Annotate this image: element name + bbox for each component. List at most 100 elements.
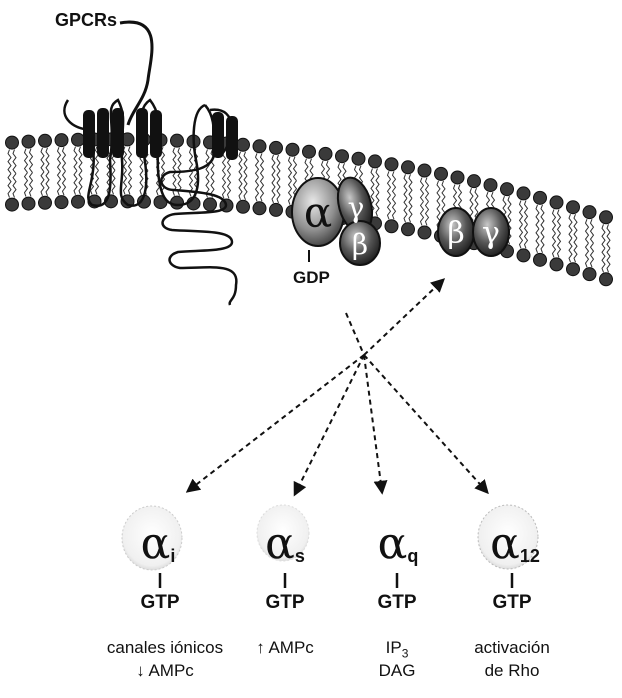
lipid-tail <box>41 148 44 196</box>
lipid-tail <box>256 153 259 201</box>
alpha-i-symbol: αi <box>118 518 198 569</box>
arrow-to-alpha-12 <box>364 355 487 492</box>
lipid-tail <box>289 157 292 205</box>
lipid-head-inner <box>402 223 415 236</box>
lipid-tail <box>63 147 66 195</box>
arrow-to-alpha-q <box>364 355 382 492</box>
lipid-tail <box>586 219 589 267</box>
lipid-head-outer <box>583 206 596 219</box>
lipid-tail <box>272 155 275 203</box>
lipid-tail <box>206 149 209 197</box>
lipid-head-inner <box>204 198 217 211</box>
alpha-q-gtp: GTP <box>362 592 432 614</box>
lipid-tail <box>409 174 412 222</box>
arrow-to-beta-gamma <box>364 280 443 355</box>
lipid-head-outer <box>567 201 580 214</box>
lipid-head-inner <box>567 263 580 276</box>
lipid-head-outer <box>39 134 52 147</box>
lipid-head-inner <box>583 268 596 281</box>
lipid-head-outer <box>253 140 266 153</box>
lipid-head-inner <box>6 198 19 211</box>
lipid-head-outer <box>468 175 481 188</box>
lipid-tail <box>607 224 610 272</box>
gdp-label: GDP <box>293 268 330 288</box>
signal-arrows <box>188 280 487 494</box>
dimer-beta-symbol: β <box>447 216 464 251</box>
alpha-s-effect-line1: ↑ AMPc <box>240 636 330 659</box>
alpha-i-effect-line1: canales iónicos <box>90 636 240 659</box>
lipid-head-outer <box>501 183 514 196</box>
arrow-to-alpha-s <box>295 355 364 494</box>
lipid-tail <box>376 168 379 216</box>
lipid-head-outer <box>402 161 415 174</box>
lipid-head-inner <box>534 253 547 266</box>
lipid-tail <box>393 171 396 219</box>
lipid-head-outer <box>55 134 68 147</box>
lipid-head-inner <box>171 196 184 209</box>
lipid-head-inner <box>55 196 68 209</box>
lipid-head-inner <box>72 195 85 208</box>
alpha-s-subscript: s <box>295 546 305 566</box>
lipid-head-inner <box>600 273 613 286</box>
lipid-tail <box>525 200 528 248</box>
lipid-head-inner <box>39 196 52 209</box>
lipid-tail <box>520 200 523 248</box>
lipid-head-outer <box>6 136 19 149</box>
lipid-head-outer <box>72 133 85 146</box>
lipid-tail <box>602 224 605 272</box>
lipid-tail <box>129 146 132 194</box>
alpha-12-effect-line1: activación <box>455 636 569 659</box>
lipid-head-outer <box>600 211 613 224</box>
alpha-i-letter: α <box>141 518 171 569</box>
alpha-s-letter: α <box>265 518 295 569</box>
lipid-tail <box>426 178 429 226</box>
alpha-s-gtp: GTP <box>250 592 320 614</box>
lipid-head-outer <box>336 150 349 163</box>
lipid-head-outer <box>22 135 35 148</box>
lipid-head-outer <box>418 164 431 177</box>
arrow-origin-stem <box>346 313 364 355</box>
lipid-head-outer <box>171 134 184 147</box>
lipid-tail <box>569 214 572 262</box>
lipid-head-inner <box>517 249 530 262</box>
alpha-q-effect-ip: IP <box>386 638 402 657</box>
alpha-12-letter: α <box>490 518 520 569</box>
lipid-tail <box>239 152 242 200</box>
lipid-tail <box>79 147 82 195</box>
lipid-head-inner <box>253 202 266 215</box>
gpcrs-label: GPCRs <box>55 10 117 31</box>
lipid-tail <box>244 152 247 200</box>
lipid-head-inner <box>22 197 35 210</box>
lipid-head-inner <box>385 220 398 233</box>
lipid-head-outer <box>517 187 530 200</box>
lipid-head-outer <box>451 171 464 184</box>
lipid-tail <box>74 147 77 195</box>
lipid-head-outer <box>303 145 316 158</box>
lipid-tail <box>541 205 544 253</box>
lipid-tail <box>13 150 16 198</box>
lipid-tail <box>25 149 28 197</box>
lipid-head-outer <box>484 179 497 192</box>
lipid-tail <box>8 150 11 198</box>
lipid-head-outer <box>385 158 398 171</box>
lipid-head-outer <box>352 152 365 165</box>
lipid-tail <box>558 209 561 257</box>
alpha-12-subscript: 12 <box>520 546 540 566</box>
alpha-12-gtp: GTP <box>477 592 547 614</box>
lipid-tail <box>261 153 264 201</box>
receptor-helices <box>83 108 238 160</box>
alpha-q-subscript: q <box>407 546 418 566</box>
alpha-i-subscript: i <box>170 546 175 566</box>
lipid-head-outer <box>286 143 299 156</box>
lipid-tail <box>58 147 61 195</box>
arrow-to-alpha-i <box>188 355 364 491</box>
lipid-head-inner <box>237 200 250 213</box>
lipid-head-outer <box>534 191 547 204</box>
alpha-q-letter: α <box>378 518 408 569</box>
lipid-tail <box>574 214 577 262</box>
lipid-tail <box>277 155 280 203</box>
lipid-head-outer <box>270 141 283 154</box>
lipid-tail <box>46 148 49 196</box>
lipid-head-outer <box>319 147 332 160</box>
